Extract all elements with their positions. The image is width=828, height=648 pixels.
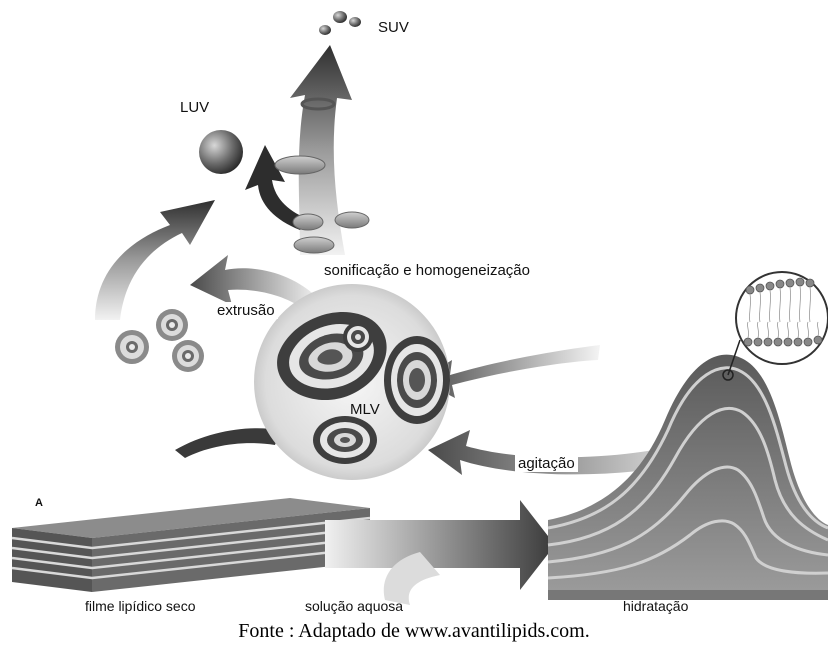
hydration-label: hidratação [623,599,688,613]
aqueous-label: solução aquosa [305,599,403,613]
luv-label: LUV [180,100,209,115]
suv-label: SUV [378,20,409,35]
arrow-to-luv [95,200,215,320]
dry-lipid-film [12,498,370,592]
hydration-mound [548,355,828,600]
suv-vesicles [319,11,361,35]
luv-vesicle [199,130,243,174]
arrow-lower-left [175,428,280,458]
extrusion-label: extrusão [214,302,278,319]
sonication-label: sonificação e homogeneização [321,262,533,279]
panel-label: A [35,498,43,509]
mlv-cluster [254,284,450,480]
extruded-vesicles [115,309,204,372]
mlv-label: MLV [350,402,380,417]
dry-film-label: filme lipídico seco [85,599,196,613]
agitation-label: agitação [515,455,578,472]
figure-caption: Fonte : Adaptado de www.avantilipids.com… [0,621,828,641]
